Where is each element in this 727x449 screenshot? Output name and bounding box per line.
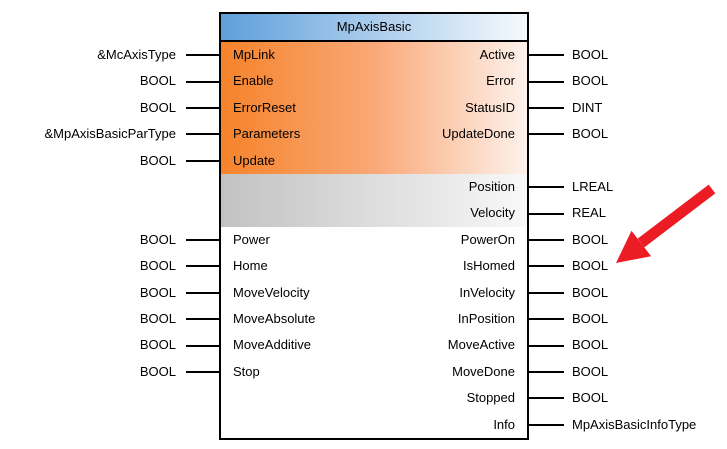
output-pin-line xyxy=(529,212,564,215)
status-values-section xyxy=(221,174,527,227)
pin-row: &McAxisType MpLink Active BOOL xyxy=(0,42,727,68)
output-name-label: Info xyxy=(493,416,515,432)
input-name-label: Stop xyxy=(233,363,260,379)
output-pin-line xyxy=(529,106,564,109)
input-name-label: Power xyxy=(233,231,270,247)
pin-row: BOOL MoveVelocity InVelocity BOOL xyxy=(0,280,727,306)
output-pin-line xyxy=(529,397,564,400)
input-pin-line xyxy=(186,318,220,321)
pin-row: BOOL Stop MoveDone BOOL xyxy=(0,359,727,385)
output-pin-line xyxy=(529,186,564,189)
output-pin-line xyxy=(529,344,564,347)
input-type-label: BOOL xyxy=(139,73,176,89)
output-name-label: MoveActive xyxy=(447,337,515,353)
function-block-title: MpAxisBasic xyxy=(336,19,412,34)
pin-row: BOOL MoveAbsolute InPosition BOOL xyxy=(0,306,727,332)
input-type-label: BOOL xyxy=(139,258,176,274)
output-type-label: BOOL xyxy=(572,73,609,89)
input-type-label: BOOL xyxy=(139,231,176,247)
output-name-label: InVelocity xyxy=(459,284,515,300)
output-pin-line xyxy=(529,423,564,426)
output-name-label: InPosition xyxy=(457,311,515,326)
input-name-label: MoveVelocity xyxy=(233,284,310,300)
input-pin-line xyxy=(186,344,220,347)
output-name-label: Active xyxy=(479,47,515,62)
input-pin-line xyxy=(186,238,220,241)
output-pin-line xyxy=(529,54,564,57)
pin-row: Velocity REAL xyxy=(0,200,727,226)
output-pin-line xyxy=(529,291,564,294)
pin-row: Info MpAxisBasicInfoType xyxy=(0,412,727,438)
output-name-label: IsHomed xyxy=(462,258,515,274)
output-type-label: BOOL xyxy=(572,337,609,353)
input-type-label: BOOL xyxy=(139,99,176,115)
input-name-label: MoveAbsolute xyxy=(233,311,316,326)
input-type-label: BOOL xyxy=(139,337,176,353)
input-name-label: MoveAdditive xyxy=(233,337,312,353)
pin-row: &MpAxisBasicParType Parameters UpdateDone B… xyxy=(0,121,727,147)
input-parameters-section xyxy=(221,42,527,174)
input-pin-line xyxy=(186,159,220,162)
pin-row: BOOL MoveAdditive MoveActive BOOL xyxy=(0,332,727,358)
input-type-label: &MpAxisBasicParType xyxy=(44,126,177,142)
output-pin-line xyxy=(529,265,564,268)
output-type-label: LREAL xyxy=(572,179,614,194)
output-name-label: Error xyxy=(486,73,515,89)
output-type-label: BOOL xyxy=(572,231,609,247)
input-pin-line xyxy=(186,265,220,268)
output-pin-line xyxy=(529,238,564,241)
output-type-label: REAL xyxy=(572,205,606,221)
input-name-label: MpLink xyxy=(233,47,275,62)
output-name-label: Stopped xyxy=(466,390,515,406)
function-block: MpAxisBasic xyxy=(219,12,529,440)
output-type-label: MpAxisBasicInfoType xyxy=(572,416,697,432)
pin-row: BOOL ErrorReset StatusID DINT xyxy=(0,95,727,121)
output-type-label: BOOL xyxy=(572,47,609,62)
output-name-label: StatusID xyxy=(465,99,515,115)
output-type-label: BOOL xyxy=(572,126,609,142)
pin-row: BOOL Update xyxy=(0,148,727,174)
output-name-label: PowerOn xyxy=(460,231,515,247)
output-name-label: Velocity xyxy=(470,205,515,221)
output-pin-line xyxy=(529,318,564,321)
output-type-label: BOOL xyxy=(572,363,609,379)
input-type-label: BOOL xyxy=(139,284,176,300)
pin-row: Stopped BOOL xyxy=(0,385,727,411)
input-name-label: Enable xyxy=(233,73,274,89)
output-type-label: BOOL xyxy=(572,258,609,274)
output-name-label: MoveDone xyxy=(452,363,515,379)
input-pin-line xyxy=(186,80,220,83)
pin-row: BOOL Home IsHomed BOOL xyxy=(0,253,727,279)
input-name-label: Parameters xyxy=(233,126,301,142)
input-type-label: BOOL xyxy=(139,152,176,168)
output-type-label: BOOL xyxy=(572,390,609,406)
pin-row: BOOL Enable Error BOOL xyxy=(0,68,727,94)
output-type-label: DINT xyxy=(572,99,603,115)
input-pin-line xyxy=(186,54,220,57)
output-name-label: Position xyxy=(468,179,515,194)
input-pin-line xyxy=(186,370,220,373)
input-pin-line xyxy=(186,106,220,109)
function-block-header: MpAxisBasic xyxy=(221,14,527,42)
input-pin-line xyxy=(186,291,220,294)
output-pin-line xyxy=(529,370,564,373)
input-type-label: BOOL xyxy=(139,363,176,379)
output-type-label: BOOL xyxy=(572,311,609,326)
input-pin-line xyxy=(186,133,220,136)
input-name-label: ErrorReset xyxy=(233,99,296,115)
input-type-label: BOOL xyxy=(139,311,176,326)
pin-row: BOOL Power PowerOn BOOL xyxy=(0,227,727,253)
input-name-label: Update xyxy=(233,152,275,168)
input-type-label: &McAxisType xyxy=(97,47,176,62)
output-pin-line xyxy=(529,80,564,83)
output-name-label: UpdateDone xyxy=(442,126,515,142)
output-pin-line xyxy=(529,133,564,136)
pin-row: Position LREAL xyxy=(0,174,727,200)
output-type-label: BOOL xyxy=(572,284,609,300)
input-name-label: Home xyxy=(233,258,268,274)
